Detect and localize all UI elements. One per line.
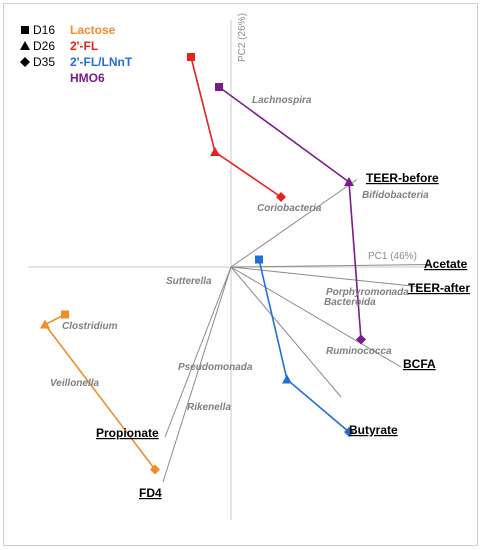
taxon-label-ruminococca: Ruminococca: [326, 346, 392, 357]
legend-marker-d26: [20, 41, 30, 50]
legend-series-2-fl: 2'-FL: [70, 39, 98, 53]
loading-line-butyrate: [230, 266, 342, 398]
taxon-label-bifidobacteria: Bifidobacteria: [362, 190, 429, 201]
point-2-fl-d16: [187, 53, 195, 61]
metadata-label-fd4: FD4: [139, 486, 162, 500]
trajectory-lactose: [43, 313, 156, 470]
loading-line-acetate: [230, 264, 432, 268]
taxon-label-sutterella: Sutterella: [166, 276, 212, 287]
legend-marker-d35: [20, 57, 30, 67]
loading-line-teer-before: [230, 179, 358, 268]
metadata-label-butyrate: Butyrate: [349, 423, 398, 437]
point-2-fl-lnnt-d26: [282, 374, 292, 384]
legend-marker-d16: [21, 26, 29, 34]
point-hmo6-d35: [356, 334, 366, 345]
legend-series-2-fl-lnnt: 2'-FL/LNnT: [70, 55, 133, 69]
loading-line-propionate: [164, 266, 232, 438]
metadata-label-propionate: Propionate: [96, 426, 159, 440]
trajectory-2-fl: [190, 56, 282, 198]
taxon-label-veillonella: Veillonella: [50, 378, 100, 389]
loading-line-fd4: [162, 266, 232, 483]
pc2-axis-label: PC2 (26%): [237, 13, 248, 62]
metadata-label-teer-before: TEER-before: [366, 171, 439, 185]
point-2-fl-lnnt-d16: [255, 255, 263, 264]
taxon-label-porphyromonada: Porphyromonada: [326, 287, 409, 298]
point-2-fl-lnnt-d35: [344, 427, 354, 437]
point-lactose-d35: [150, 464, 160, 475]
taxon-label-coriobacteria: Coriobacteria: [257, 203, 322, 214]
point-2-fl-d26: [210, 147, 220, 156]
legend-series-lactose: Lactose: [70, 23, 116, 37]
point-hmo6-d16: [215, 83, 223, 91]
loading-line-teer-after: [230, 266, 422, 288]
loading-line-bcfa: [230, 266, 402, 368]
metadata-label-bcfa: BCFA: [403, 357, 436, 371]
taxon-label-lachnospira: Lachnospira: [252, 95, 312, 106]
legend-timepoint-d16: D16: [33, 23, 55, 37]
legend-series-hmo6: HMO6: [70, 71, 105, 85]
point-2-fl-d35: [276, 192, 286, 202]
metadata-label-teer-after: TEER-after: [408, 281, 470, 295]
taxon-label-pseudomonada: Pseudomonada: [178, 362, 253, 373]
taxon-label-rikenella: Rikenella: [187, 402, 231, 413]
pc1-axis-label: PC1 (46%): [368, 251, 417, 262]
legend-timepoint-d26: D26: [33, 39, 55, 53]
taxon-label-bacteroida: Bacteroida: [324, 297, 376, 308]
point-hmo6-d26: [344, 177, 354, 186]
legend-timepoint-d35: D35: [33, 55, 55, 69]
point-lactose-d16: [61, 310, 69, 319]
metadata-label-acetate: Acetate: [424, 257, 468, 271]
point-lactose-d26: [40, 319, 50, 329]
taxon-label-clostridium: Clostridium: [62, 321, 118, 332]
chart-frame: [3, 3, 478, 546]
